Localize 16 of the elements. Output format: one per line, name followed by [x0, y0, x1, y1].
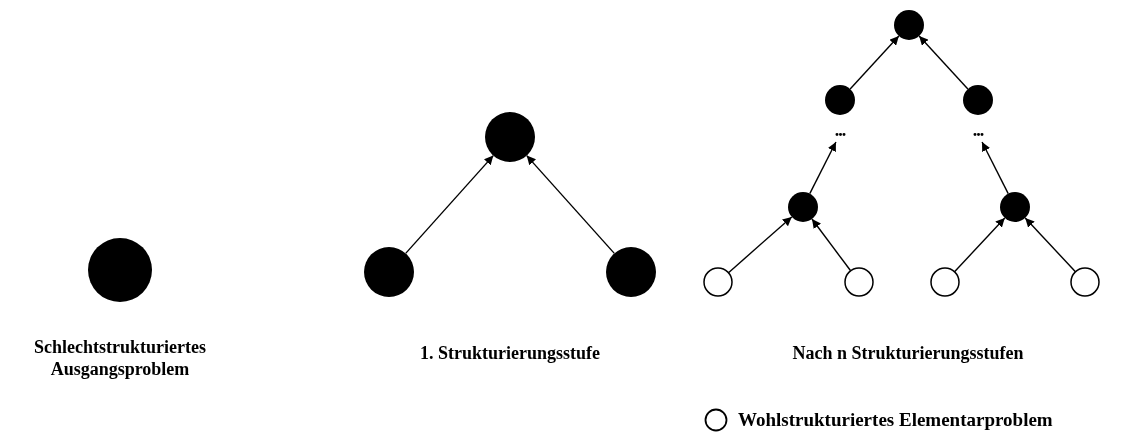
ellipsis-text: ... — [826, 121, 854, 135]
arrow — [526, 154, 615, 255]
arrow — [727, 216, 793, 274]
arrow — [809, 141, 837, 195]
legend-text: Wohlstrukturiertes Elementarproblem — [738, 409, 1053, 432]
arrow — [405, 154, 494, 255]
arrow — [1024, 217, 1077, 273]
ellipsis-text: ... — [964, 121, 992, 135]
arrow — [849, 35, 900, 90]
arrow — [918, 35, 969, 90]
panel-caption: 1. Strukturierungsstufe — [419, 343, 601, 365]
panel-caption: Nach n Strukturierungsstufen — [791, 343, 1025, 365]
arrow — [953, 217, 1006, 273]
panel-caption: Schlechtstrukturiertes Ausgangsproblem — [33, 337, 207, 381]
arrow — [981, 141, 1009, 195]
arrow — [811, 218, 852, 272]
